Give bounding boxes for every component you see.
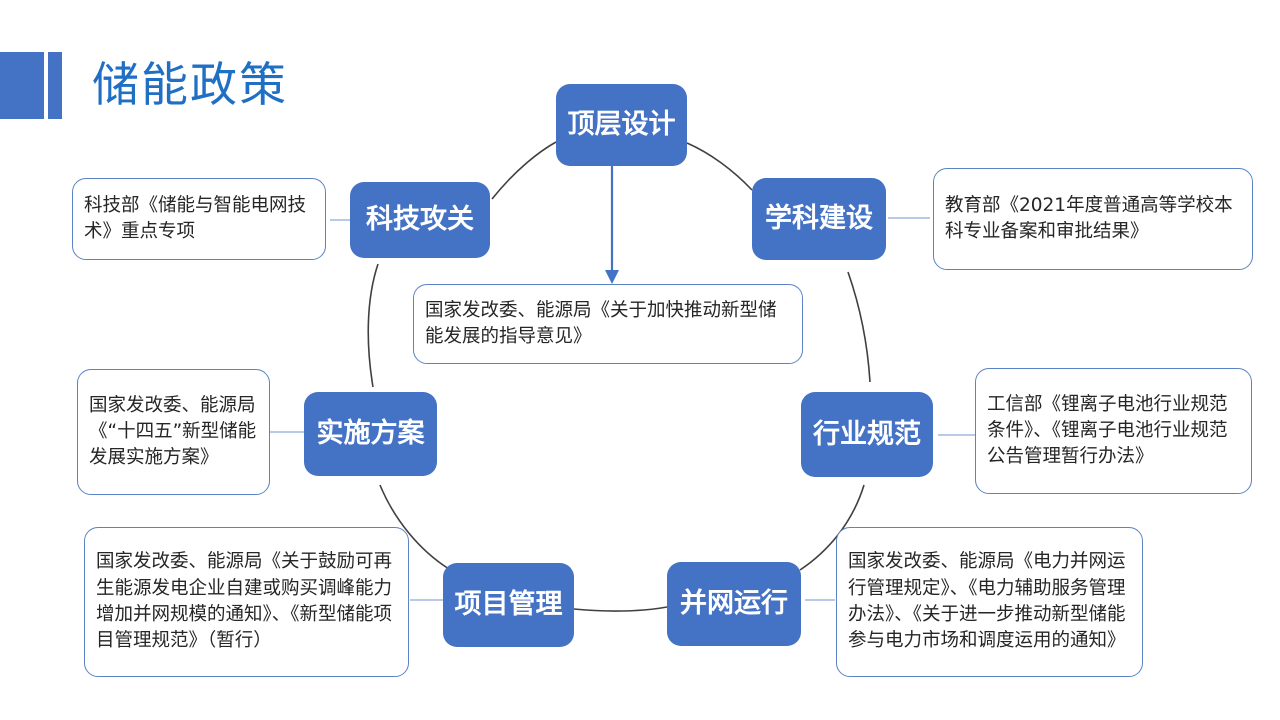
callout-top-level-design-note[interactable]: 国家发改委、能源局《关于加快推动新型储能发展的指导意见》 xyxy=(413,284,803,364)
callout-leaders xyxy=(270,217,975,601)
callout-text: 工信部《锂离子电池行业规范条件》、《锂离子电池行业规范公告管理暂行办法》 xyxy=(987,393,1228,468)
arc-implementation-to-tech xyxy=(367,263,379,388)
node-label: 实施方案 xyxy=(316,418,425,450)
node-tech-breakthrough[interactable]: 科技攻关 xyxy=(350,182,490,258)
node-project-management[interactable]: 项目管理 xyxy=(443,563,574,647)
page-title: 储能政策 xyxy=(92,58,288,113)
callout-industry-standards-note[interactable]: 工信部《锂离子电池行业规范条件》、《锂离子电池行业规范公告管理暂行办法》 xyxy=(975,368,1252,494)
callout-text: 科技部《储能与智能电网技术》重点专项 xyxy=(84,194,307,242)
node-grid-operation[interactable]: 并网运行 xyxy=(667,562,801,646)
node-industry-standards[interactable]: 行业规范 xyxy=(801,392,933,477)
title-accent-bar-wide xyxy=(0,52,44,119)
title-accent-bar-narrow xyxy=(48,52,62,119)
callout-tech-breakthrough-note[interactable]: 科技部《储能与智能电网技术》重点专项 xyxy=(72,178,326,260)
arc-grid-to-project xyxy=(573,606,668,612)
node-label: 科技攻关 xyxy=(366,204,474,236)
callout-text: 教育部《2021年度普通高等学校本科专业备案和审批结果》 xyxy=(945,194,1233,242)
arc-tech-to-design xyxy=(491,141,557,200)
node-discipline-building[interactable]: 学科建设 xyxy=(752,178,886,260)
callout-text: 国家发改委、能源局《电力并网运行管理规定》、《电力辅助服务管理办法》、《关于进一… xyxy=(848,551,1126,652)
arc-project-to-implementation xyxy=(379,484,450,570)
arc-discipline-to-industry xyxy=(847,271,871,383)
callout-grid-operation-note[interactable]: 国家发改委、能源局《电力并网运行管理规定》、《电力辅助服务管理办法》、《关于进一… xyxy=(836,527,1143,677)
node-label: 并网运行 xyxy=(680,588,788,620)
node-label: 顶层设计 xyxy=(567,109,676,141)
node-top-level-design[interactable]: 顶层设计 xyxy=(556,84,687,166)
node-implementation-plan[interactable]: 实施方案 xyxy=(304,392,437,476)
arrow-design-to-center-note xyxy=(605,166,619,284)
callout-text: 国家发改委、能源局《关于加快推动新型储能发展的指导意见》 xyxy=(425,299,777,347)
callout-discipline-building-note[interactable]: 教育部《2021年度普通高等学校本科专业备案和审批结果》 xyxy=(933,168,1253,270)
node-label: 学科建设 xyxy=(765,203,873,235)
node-label: 行业规范 xyxy=(813,418,921,450)
callout-text: 国家发改委、能源局《“十四五”新型储能发展实施方案》 xyxy=(89,394,257,469)
callout-implementation-plan-note[interactable]: 国家发改委、能源局《“十四五”新型储能发展实施方案》 xyxy=(77,369,270,495)
callout-text: 国家发改委、能源局《关于鼓励可再生能源发电企业自建或购买调峰能力增加并网规模的通… xyxy=(96,551,393,652)
callout-project-management-note[interactable]: 国家发改委、能源局《关于鼓励可再生能源发电企业自建或购买调峰能力增加并网规模的通… xyxy=(84,527,409,677)
arc-design-to-discipline xyxy=(686,142,753,191)
node-label: 项目管理 xyxy=(454,589,563,621)
